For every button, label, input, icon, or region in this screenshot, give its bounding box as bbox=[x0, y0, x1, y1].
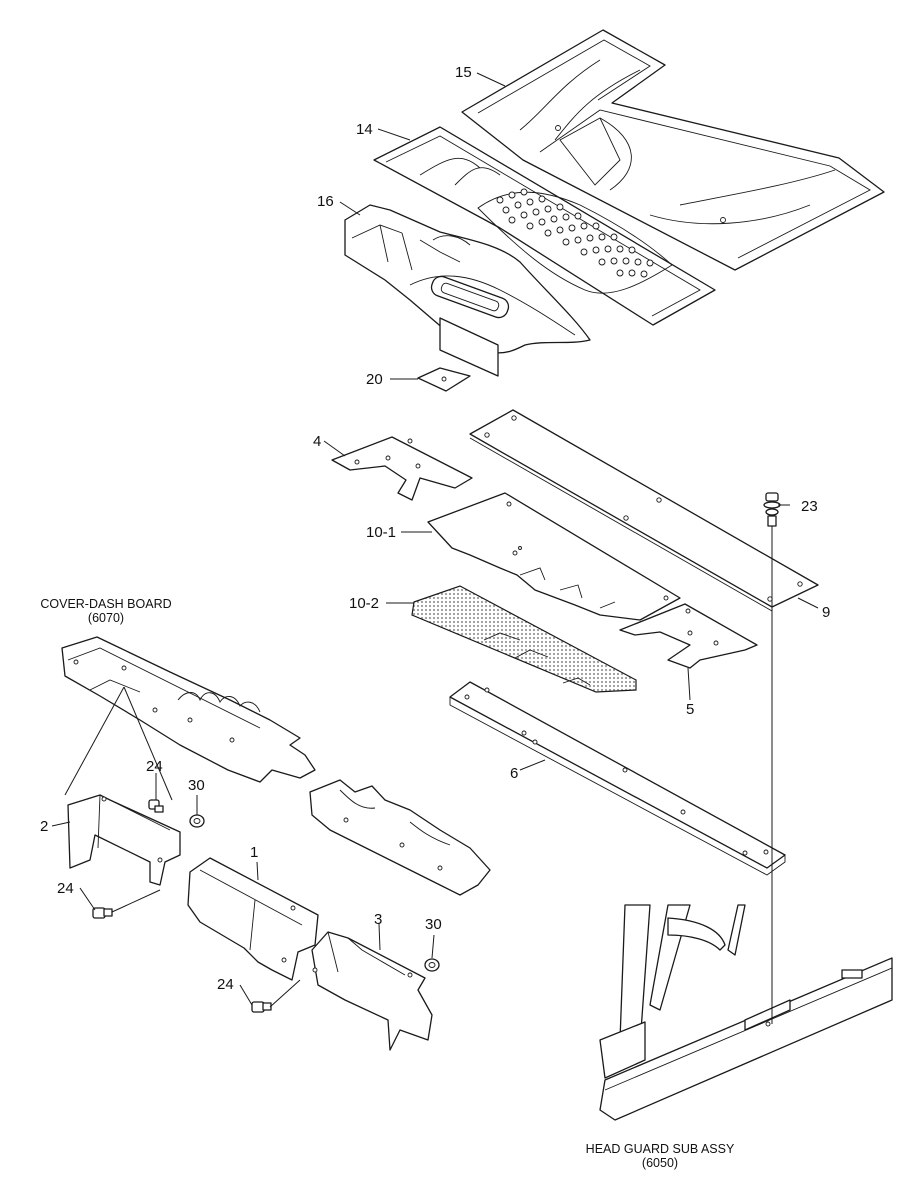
caption-head-guard-code: (6050) bbox=[642, 1156, 678, 1170]
captions: COVER-DASH BOARD (6070) HEAD GUARD SUB A… bbox=[40, 597, 735, 1170]
callouts: 15 14 16 20 4 23 10-1 10-2 9 5 6 24 30 2… bbox=[40, 64, 830, 993]
callout-4: 4 bbox=[313, 433, 321, 450]
leader-lines bbox=[51, 72, 819, 1024]
part-14-floor-mat bbox=[373, 126, 716, 326]
callout-6: 6 bbox=[510, 765, 518, 782]
callout-10-1: 10-1 bbox=[366, 524, 396, 541]
part-20-pad bbox=[417, 367, 471, 392]
part-15-floor-mat bbox=[461, 29, 885, 271]
part-3-cover bbox=[311, 931, 433, 1051]
perforation-pattern bbox=[496, 188, 654, 278]
callout-5: 5 bbox=[686, 701, 694, 718]
callout-30-right: 30 bbox=[425, 916, 442, 933]
callout-10-2: 10-2 bbox=[349, 595, 379, 612]
part-6-bar bbox=[449, 681, 786, 876]
part-4-bracket bbox=[331, 436, 473, 501]
part-2-bracket bbox=[67, 794, 181, 886]
callout-3: 3 bbox=[374, 911, 382, 928]
caption-cover-dash-board: COVER-DASH BOARD bbox=[40, 597, 171, 611]
callout-15: 15 bbox=[455, 64, 472, 81]
callout-30-left: 30 bbox=[188, 777, 205, 794]
callout-1: 1 bbox=[250, 844, 258, 861]
part-5-bracket bbox=[619, 603, 758, 669]
part-10-1-cover bbox=[427, 492, 681, 621]
callout-16: 16 bbox=[317, 193, 334, 210]
callout-24-left: 24 bbox=[57, 880, 74, 897]
callout-24-bottom: 24 bbox=[217, 976, 234, 993]
part-16-floor-panel bbox=[344, 204, 591, 377]
caption-cover-dash-board-code: (6070) bbox=[88, 611, 124, 625]
callout-9: 9 bbox=[822, 604, 830, 621]
callout-20: 20 bbox=[366, 371, 383, 388]
cover-dash-board bbox=[61, 636, 491, 896]
part-1-cover bbox=[187, 857, 319, 981]
hardware bbox=[92, 799, 440, 1013]
part-23-bolt bbox=[763, 492, 781, 527]
part-9-plate bbox=[469, 409, 819, 612]
part-10-2-mesh-mat bbox=[411, 585, 637, 693]
callout-2: 2 bbox=[40, 818, 48, 835]
head-guard-frame bbox=[599, 904, 893, 1121]
callout-14: 14 bbox=[356, 121, 373, 138]
caption-head-guard: HEAD GUARD SUB ASSY bbox=[586, 1142, 735, 1156]
callout-24-top: 24 bbox=[146, 758, 163, 775]
callout-23: 23 bbox=[801, 498, 818, 515]
